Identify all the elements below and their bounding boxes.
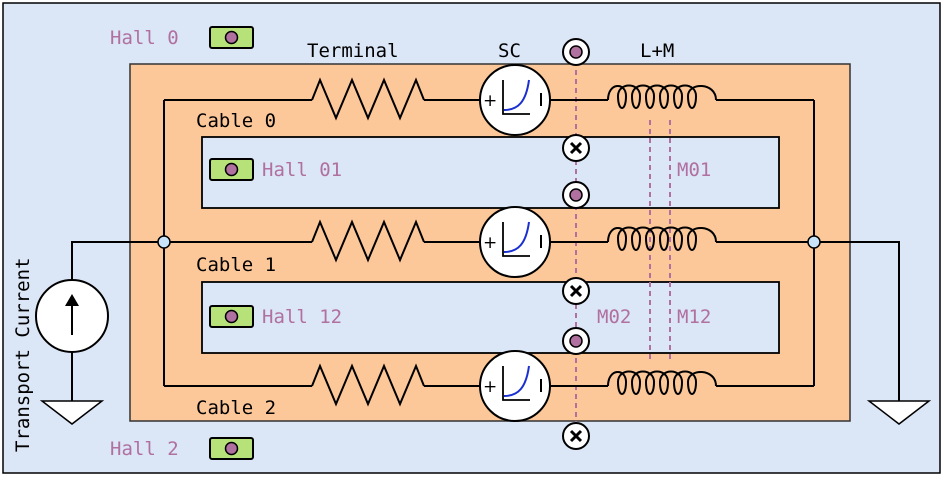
terminal-resistor-2-icon (311, 363, 425, 407)
hall-sensor-0-icon (209, 26, 254, 49)
node-left (157, 235, 171, 249)
sc-element-0-icon (479, 64, 551, 136)
hall-sensor-2-icon (209, 437, 254, 460)
inner-strip-01 (201, 136, 780, 209)
label-cable-2: Cable 2 (196, 397, 276, 419)
terminal-resistor-1-icon (311, 219, 425, 263)
current-cross-2-icon (562, 422, 590, 450)
terminal-resistor-0-icon (311, 77, 425, 121)
cable-row-0 (164, 77, 814, 121)
label-hall-2: Hall 2 (110, 438, 179, 460)
sc-plus-0: + (483, 91, 497, 111)
current-cross-1-icon (562, 277, 590, 305)
inductor-0-icon (607, 84, 717, 109)
hall-sensor-12-icon (209, 305, 254, 328)
current-cross-0-icon (562, 134, 590, 162)
label-transport-current: Transport Current (12, 258, 34, 452)
inductor-2-icon (607, 370, 717, 395)
ground-left-icon (39, 400, 105, 425)
sc-element-1-icon (479, 206, 551, 278)
label-sc: SC (498, 40, 521, 62)
label-cable-0: Cable 0 (196, 110, 276, 132)
current-dot-0-icon (562, 38, 590, 66)
inductor-1-icon (607, 226, 717, 251)
cable-row-2 (164, 363, 814, 407)
hall-sensor-01-icon (209, 158, 254, 181)
label-hall-01: Hall 01 (262, 159, 342, 181)
current-dot-1-icon (562, 181, 590, 209)
label-m12: M12 (677, 306, 711, 328)
label-m02: M02 (597, 306, 631, 328)
label-cable-1: Cable 1 (196, 254, 276, 276)
ground-right-icon (866, 400, 932, 425)
label-m01: M01 (677, 159, 711, 181)
sc-plus-1: + (483, 233, 497, 253)
cable-row-1 (164, 219, 814, 263)
inner-strip-12 (201, 281, 780, 354)
current-source-icon (35, 279, 109, 353)
sc-element-2-icon (479, 350, 551, 422)
label-terminal: Terminal (307, 40, 399, 62)
label-hall-12: Hall 12 (262, 306, 342, 328)
label-lm: L+M (640, 40, 674, 62)
sc-plus-2: + (483, 377, 497, 397)
current-dot-2-icon (562, 327, 590, 355)
label-hall-0: Hall 0 (110, 27, 179, 49)
node-right (807, 235, 821, 249)
